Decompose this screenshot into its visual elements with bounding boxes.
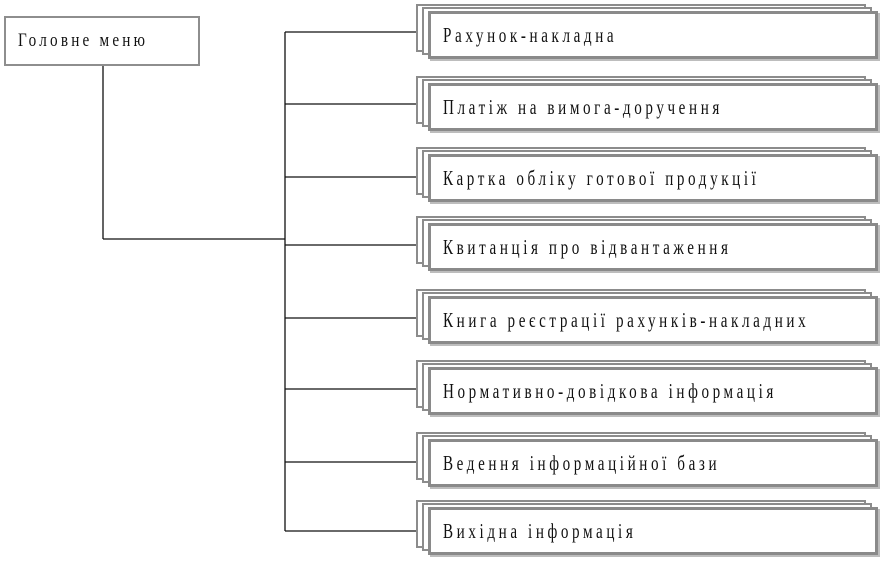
menu-item-front-box: Вихідна інформація: [428, 507, 878, 555]
menu-item-label: Нормативно-довідкова інформація: [443, 378, 777, 403]
menu-item-label: Квитанція про відвантаження: [443, 234, 732, 259]
menu-item-payment-request-order[interactable]: Платіж на вимога-доручення: [416, 76, 886, 134]
menu-item-label: Платіж на вимога-доручення: [443, 94, 723, 119]
menu-item-label: Картка обліку готової продукції: [443, 165, 760, 190]
menu-item-front-box: Картка обліку готової продукції: [428, 154, 878, 202]
menu-item-database-maintenance[interactable]: Ведення інформаційної бази: [416, 432, 886, 490]
menu-item-front-box: Ведення інформаційної бази: [428, 439, 878, 487]
menu-item-label: Ведення інформаційної бази: [443, 450, 721, 475]
menu-item-invoice-register-book[interactable]: Книга реєстрації рахунків-накладних: [416, 289, 886, 347]
menu-item-front-box: Платіж на вимога-доручення: [428, 83, 878, 131]
menu-item-front-box: Нормативно-довідкова інформація: [428, 367, 878, 415]
main-menu-box[interactable]: Головне меню: [4, 16, 200, 66]
menu-item-label: Книга реєстрації рахунків-накладних: [443, 307, 810, 332]
menu-item-reference-info[interactable]: Нормативно-довідкова інформація: [416, 360, 886, 418]
menu-item-output-info[interactable]: Вихідна інформація: [416, 500, 886, 558]
menu-item-front-box: Книга реєстрації рахунків-накладних: [428, 296, 878, 344]
main-menu-label: Головне меню: [18, 30, 149, 51]
menu-item-label: Рахунок-накладна: [443, 22, 618, 47]
menu-item-shipment-receipt[interactable]: Квитанція про відвантаження: [416, 216, 886, 274]
menu-item-front-box: Квитанція про відвантаження: [428, 223, 878, 271]
menu-item-label: Вихідна інформація: [443, 518, 637, 543]
menu-item-invoice[interactable]: Рахунок-накладна: [416, 4, 886, 62]
menu-item-finished-goods-card[interactable]: Картка обліку готової продукції: [416, 147, 886, 205]
menu-item-front-box: Рахунок-накладна: [428, 11, 878, 59]
